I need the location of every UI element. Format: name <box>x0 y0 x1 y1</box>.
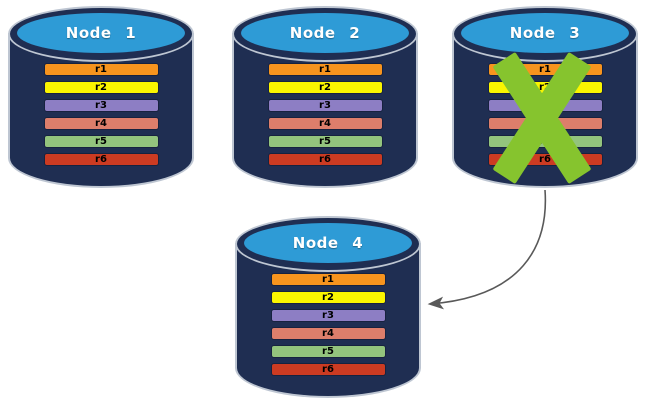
replica-label: r3 <box>95 100 107 111</box>
node-3-label: Node 3 <box>509 24 581 42</box>
node-1-label: Node 1 <box>65 24 137 42</box>
replica-label: r2 <box>319 82 331 93</box>
replica-label: r1 <box>319 64 331 75</box>
replica-row-r3: r3 <box>267 99 383 112</box>
node-4-cylinder-rim: Node 4 <box>235 216 421 272</box>
replica-label: r1 <box>322 274 334 285</box>
replica-row-r5: r5 <box>270 345 386 358</box>
node-2-cylinder-rim: Node 2 <box>232 6 418 62</box>
replica-row-r1: r1 <box>43 63 159 76</box>
replica-row-r5: r5 <box>43 135 159 148</box>
replica-label: r6 <box>319 154 331 165</box>
replica-row-r3: r3 <box>487 99 603 112</box>
node-4-cylinder-top-face: Node 4 <box>244 223 412 263</box>
replica-label: r2 <box>322 292 334 303</box>
node-4-label: Node 4 <box>292 234 364 252</box>
replica-label: r6 <box>539 154 551 165</box>
replica-label: r3 <box>539 100 551 111</box>
replica-row-r2: r2 <box>270 291 386 304</box>
replica-label: r5 <box>322 346 334 357</box>
replica-row-r4: r4 <box>487 117 603 130</box>
replica-label: r1 <box>539 64 551 75</box>
node-3: Node 3 r1 r2 r3 r4 r5 r6 <box>452 6 638 188</box>
node-2-label: Node 2 <box>289 24 361 42</box>
replica-label: r5 <box>539 136 551 147</box>
node-1-cylinder-rim: Node 1 <box>8 6 194 62</box>
replica-label: r4 <box>319 118 331 129</box>
replica-label: r4 <box>539 118 551 129</box>
replica-row-r4: r4 <box>270 327 386 340</box>
replica-row-r1: r1 <box>270 273 386 286</box>
replica-label: r5 <box>319 136 331 147</box>
replica-label: r3 <box>322 310 334 321</box>
replica-row-r4: r4 <box>43 117 159 130</box>
replica-row-r6: r6 <box>270 363 386 376</box>
replica-label: r4 <box>322 328 334 339</box>
node-1-replica-list: r1 r2 r3 r4 r5 r6 <box>8 63 194 166</box>
node-3-cylinder-rim: Node 3 <box>452 6 638 62</box>
replica-row-r3: r3 <box>43 99 159 112</box>
replica-row-r4: r4 <box>267 117 383 130</box>
replica-label: r2 <box>539 82 551 93</box>
node-2-cylinder-top-face: Node 2 <box>241 13 409 53</box>
replica-row-r3: r3 <box>270 309 386 322</box>
replica-row-r2: r2 <box>267 81 383 94</box>
node-1: Node 1 r1 r2 r3 r4 r5 r6 <box>8 6 194 188</box>
replica-label: r2 <box>95 82 107 93</box>
replica-label: r6 <box>95 154 107 165</box>
replica-row-r1: r1 <box>487 63 603 76</box>
replica-label: r1 <box>95 64 107 75</box>
replica-row-r6: r6 <box>267 153 383 166</box>
node-3-replica-list: r1 r2 r3 r4 r5 r6 <box>452 63 638 166</box>
replica-row-r1: r1 <box>267 63 383 76</box>
replica-row-r5: r5 <box>267 135 383 148</box>
replica-row-r6: r6 <box>487 153 603 166</box>
replica-row-r2: r2 <box>43 81 159 94</box>
replica-label: r3 <box>319 100 331 111</box>
node-2: Node 2 r1 r2 r3 r4 r5 r6 <box>232 6 418 188</box>
replica-label: r6 <box>322 364 334 375</box>
node-3-cylinder-top-face: Node 3 <box>461 13 629 53</box>
failover-arrow-path <box>427 189 547 310</box>
node-1-cylinder-top-face: Node 1 <box>17 13 185 53</box>
replica-label: r5 <box>95 136 107 147</box>
node-4-replica-list: r1 r2 r3 r4 r5 r6 <box>235 273 421 376</box>
replica-row-r6: r6 <box>43 153 159 166</box>
replica-row-r5: r5 <box>487 135 603 148</box>
node-4: Node 4 r1 r2 r3 r4 r5 r6 <box>235 216 421 398</box>
replica-row-r2: r2 <box>487 81 603 94</box>
node-2-replica-list: r1 r2 r3 r4 r5 r6 <box>232 63 418 166</box>
replica-label: r4 <box>95 118 107 129</box>
